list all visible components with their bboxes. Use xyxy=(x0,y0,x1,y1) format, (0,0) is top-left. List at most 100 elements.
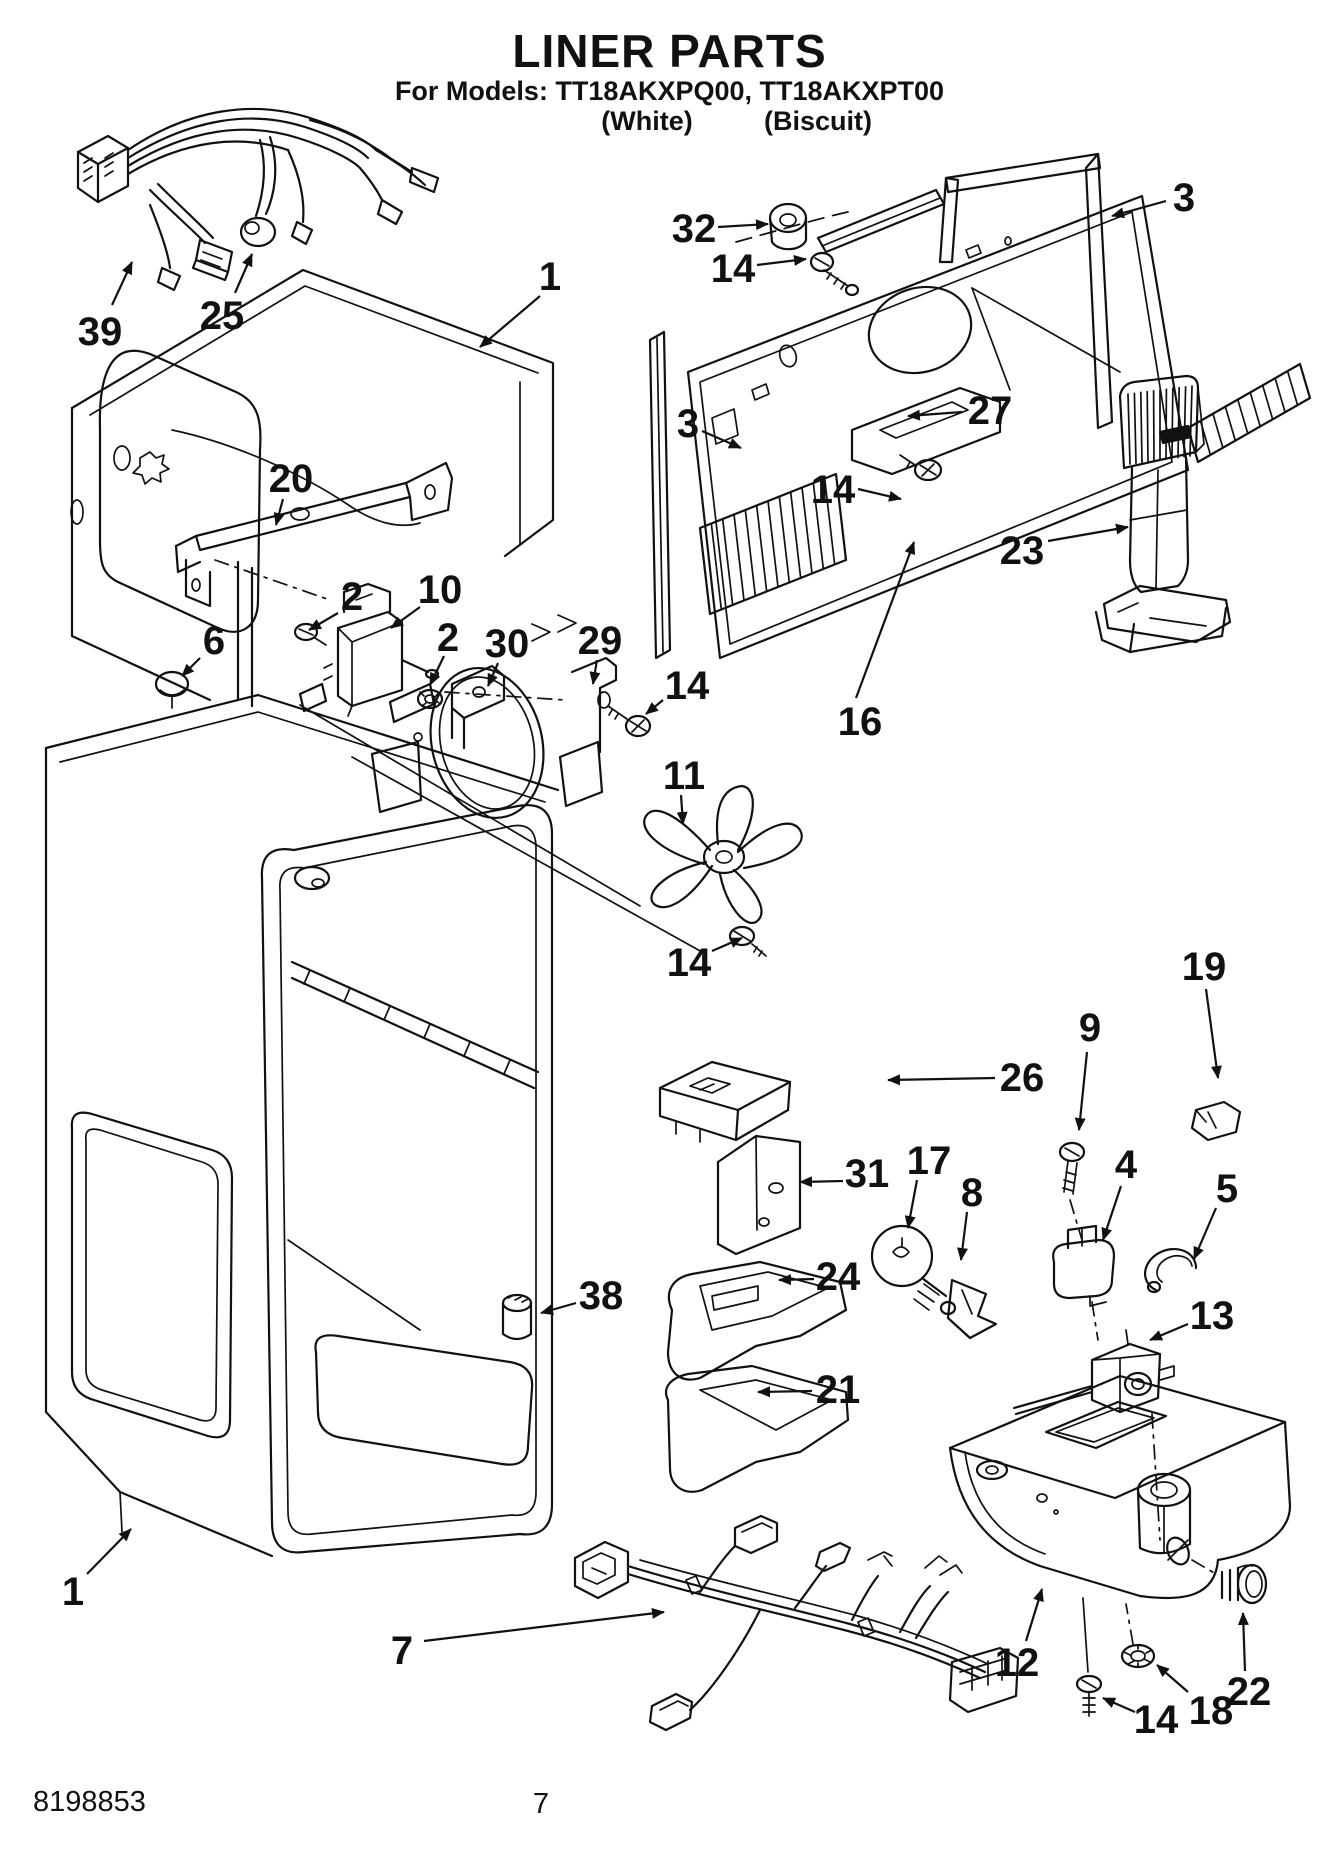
callout-label-17: 17 xyxy=(907,1139,952,1183)
callout-arrow-27 xyxy=(907,409,963,421)
callout-arrow-3 xyxy=(1111,199,1167,219)
callout-arrow-22 xyxy=(1237,1612,1249,1672)
callout-arrow-7 xyxy=(423,1607,665,1643)
callout-label-1: 1 xyxy=(539,255,561,299)
hatch-line xyxy=(733,513,745,602)
callout-label-38: 38 xyxy=(579,1274,624,1318)
callout-arrow-5 xyxy=(1192,1207,1218,1260)
hatch-line xyxy=(721,518,734,606)
callout-label-5: 5 xyxy=(1216,1167,1238,1211)
callout-arrow-14 xyxy=(711,936,743,953)
callout-label-20: 20 xyxy=(269,457,314,501)
callout-label-8: 8 xyxy=(961,1171,983,1215)
callout-label-14: 14 xyxy=(667,941,712,985)
callout-arrow-24 xyxy=(778,1274,815,1286)
callout-label-1: 1 xyxy=(62,1570,84,1614)
callout-label-21: 21 xyxy=(816,1368,861,1412)
callout-label-6: 6 xyxy=(203,619,225,663)
finish-label-white: (White) xyxy=(601,106,693,136)
hatch-line xyxy=(710,522,723,611)
hatch-line xyxy=(1299,363,1311,399)
console-housing-drawing xyxy=(948,1374,1292,1717)
hatch-line xyxy=(1146,390,1149,463)
hatch-line xyxy=(744,509,757,597)
callout-label-14: 14 xyxy=(1134,1698,1179,1742)
hatch-line xyxy=(789,491,802,579)
callout-arrow-30 xyxy=(486,662,500,687)
callout-arrow-14 xyxy=(756,254,807,267)
callout-label-13: 13 xyxy=(1190,1294,1235,1338)
callout-arrow-29 xyxy=(589,659,601,685)
hatch-line xyxy=(699,527,711,615)
callout-label-18: 18 xyxy=(1189,1689,1234,1733)
page-number: 7 xyxy=(532,1788,550,1820)
callout-arrow-8 xyxy=(957,1211,969,1261)
hatch-line xyxy=(1212,412,1224,449)
callout-label-39: 39 xyxy=(78,310,123,354)
callout-arrow-14 xyxy=(1102,1696,1136,1714)
callout-arrow-1 xyxy=(479,295,541,348)
callout-label-16: 16 xyxy=(838,700,883,744)
hatch-line xyxy=(1224,405,1237,442)
callout-arrow-13 xyxy=(1149,1322,1189,1342)
callout-arrow-32 xyxy=(717,219,769,231)
callout-label-12: 12 xyxy=(995,1641,1040,1685)
upper-wiring-harness-drawing xyxy=(76,107,440,292)
callout-label-29: 29 xyxy=(578,619,623,663)
callout-label-14: 14 xyxy=(665,664,710,708)
page-title: LINER PARTS xyxy=(512,25,827,77)
callout-arrow-23 xyxy=(1047,523,1129,543)
hatch-line xyxy=(812,482,825,570)
callout-arrow-1 xyxy=(86,1528,132,1575)
callout-arrow-10 xyxy=(390,606,421,629)
callout-arrow-4 xyxy=(1101,1185,1123,1241)
hatch-line xyxy=(767,500,779,588)
upper-liner-drawing xyxy=(70,268,555,708)
callout-label-30: 30 xyxy=(485,622,530,666)
models-subtitle: For Models: TT18AKXPQ00, TT18AKXPT00 xyxy=(394,76,945,106)
thermostat-cluster-drawing xyxy=(154,461,652,808)
callout-label-25: 25 xyxy=(200,294,245,338)
hatch-line xyxy=(835,473,847,561)
callout-arrow-9 xyxy=(1074,1051,1089,1131)
hatch-line xyxy=(1133,392,1137,465)
callout-arrow-12 xyxy=(1024,1588,1044,1642)
hatch-line xyxy=(1139,391,1143,464)
callout-label-19: 19 xyxy=(1182,945,1227,989)
hatch-line xyxy=(1189,385,1193,457)
hatch-line xyxy=(1261,384,1274,421)
hatch-line xyxy=(778,495,791,584)
callout-label-4: 4 xyxy=(1115,1143,1138,1187)
callout-arrow-17 xyxy=(904,1179,919,1229)
document-number: 8198853 xyxy=(33,1786,146,1818)
callout-label-23: 23 xyxy=(1000,529,1045,573)
lower-wiring-harness-drawing xyxy=(573,1514,1020,1732)
callout-arrow-19 xyxy=(1204,988,1222,1079)
hatch-line xyxy=(755,504,768,593)
callout-arrow-6 xyxy=(181,657,201,677)
callout-label-31: 31 xyxy=(845,1152,890,1196)
hatch-line xyxy=(1286,370,1299,406)
callout-label-27: 27 xyxy=(968,389,1013,433)
air-tower-drawing xyxy=(1094,374,1232,654)
hatch-line xyxy=(1236,398,1249,435)
callout-label-2: 2 xyxy=(341,575,363,619)
hatch-line xyxy=(1177,386,1181,459)
fan-and-shroud-drawing xyxy=(298,666,803,957)
callout-label-3: 3 xyxy=(1173,176,1195,220)
callout-arrow-26 xyxy=(887,1074,996,1086)
callout-arrow-21 xyxy=(757,1386,813,1398)
callout-arrow-16 xyxy=(854,541,916,699)
finish-label-biscuit: (Biscuit) xyxy=(764,106,872,136)
callout-arrow-11 xyxy=(676,794,688,825)
callout-arrow-14 xyxy=(857,487,902,502)
callout-arrow-2 xyxy=(429,655,445,686)
callout-label-14: 14 xyxy=(711,247,756,291)
callout-arrow-20 xyxy=(273,498,285,526)
callout-label-26: 26 xyxy=(1000,1056,1045,1100)
hatch-line xyxy=(1249,391,1262,428)
hatch-line xyxy=(801,486,813,575)
callout-label-2: 2 xyxy=(437,616,459,660)
